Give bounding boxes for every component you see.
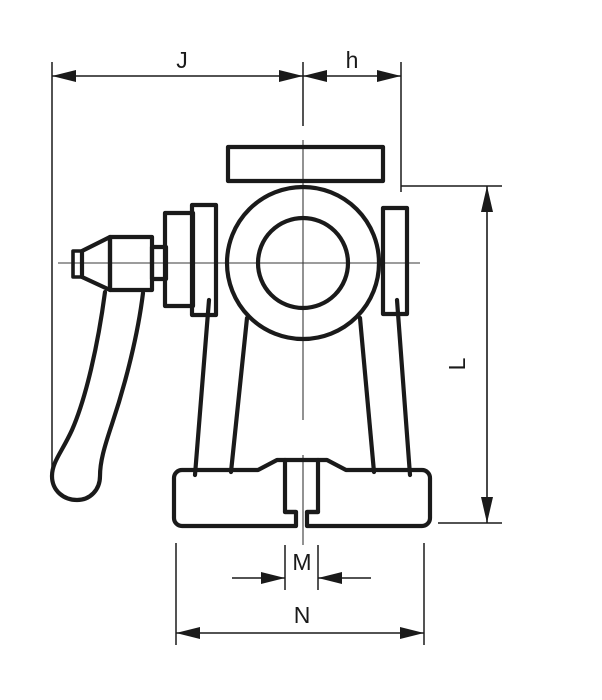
bracket-leg-outer-right (394, 297, 413, 478)
dimension-h: h (303, 47, 401, 82)
bore-inner-circle (255, 215, 351, 311)
dim-M-arrow-right (318, 572, 342, 584)
lever-handle-arm (49, 289, 146, 503)
centerlines (58, 140, 420, 545)
right-port-flange (380, 205, 410, 317)
dimension-N: N (176, 602, 424, 639)
dim-L-arrow-bottom (481, 497, 493, 523)
dimension-M: M (232, 549, 371, 584)
dim-L-arrow-top (481, 186, 493, 212)
dim-h-arrow-left (303, 70, 327, 82)
dimension-J: J (52, 47, 303, 82)
dim-J-arrow-left (52, 70, 76, 82)
lever-stem-assembly (71, 234, 169, 293)
dim-M-label: M (292, 549, 311, 575)
dim-M-arrow-left (261, 572, 285, 584)
base-plate-outline (171, 457, 299, 529)
base-plate (171, 457, 433, 529)
stem-housing-block (225, 144, 386, 184)
left-flange-outer-rect (162, 210, 196, 309)
bracket-leg-inner-left (228, 315, 250, 475)
dim-L-label: L (444, 357, 470, 370)
dim-N-arrow-left (176, 627, 200, 639)
base-plate-outline-right (304, 457, 433, 529)
bracket-leg-inner-right (357, 315, 377, 475)
bracket-leg-outer-left (192, 297, 212, 478)
valve-bracket-body (192, 297, 413, 478)
dim-N-arrow-right (400, 627, 424, 639)
dimension-L: L (444, 186, 493, 523)
left-flange-inner-rect (189, 202, 219, 318)
valve-body-bore (224, 184, 382, 342)
dim-h-arrow-right (377, 70, 401, 82)
extension-lines (51, 62, 502, 645)
right-flange-rect (380, 205, 410, 317)
dim-J-label: J (176, 47, 188, 73)
dim-J-arrow-right (279, 70, 303, 82)
dim-N-label: N (294, 602, 311, 628)
bore-outer-circle (224, 184, 382, 342)
stem-neck (149, 244, 169, 282)
dim-h-label: h (346, 47, 359, 73)
lever-handle (49, 289, 146, 503)
top-block-rect (225, 144, 386, 184)
